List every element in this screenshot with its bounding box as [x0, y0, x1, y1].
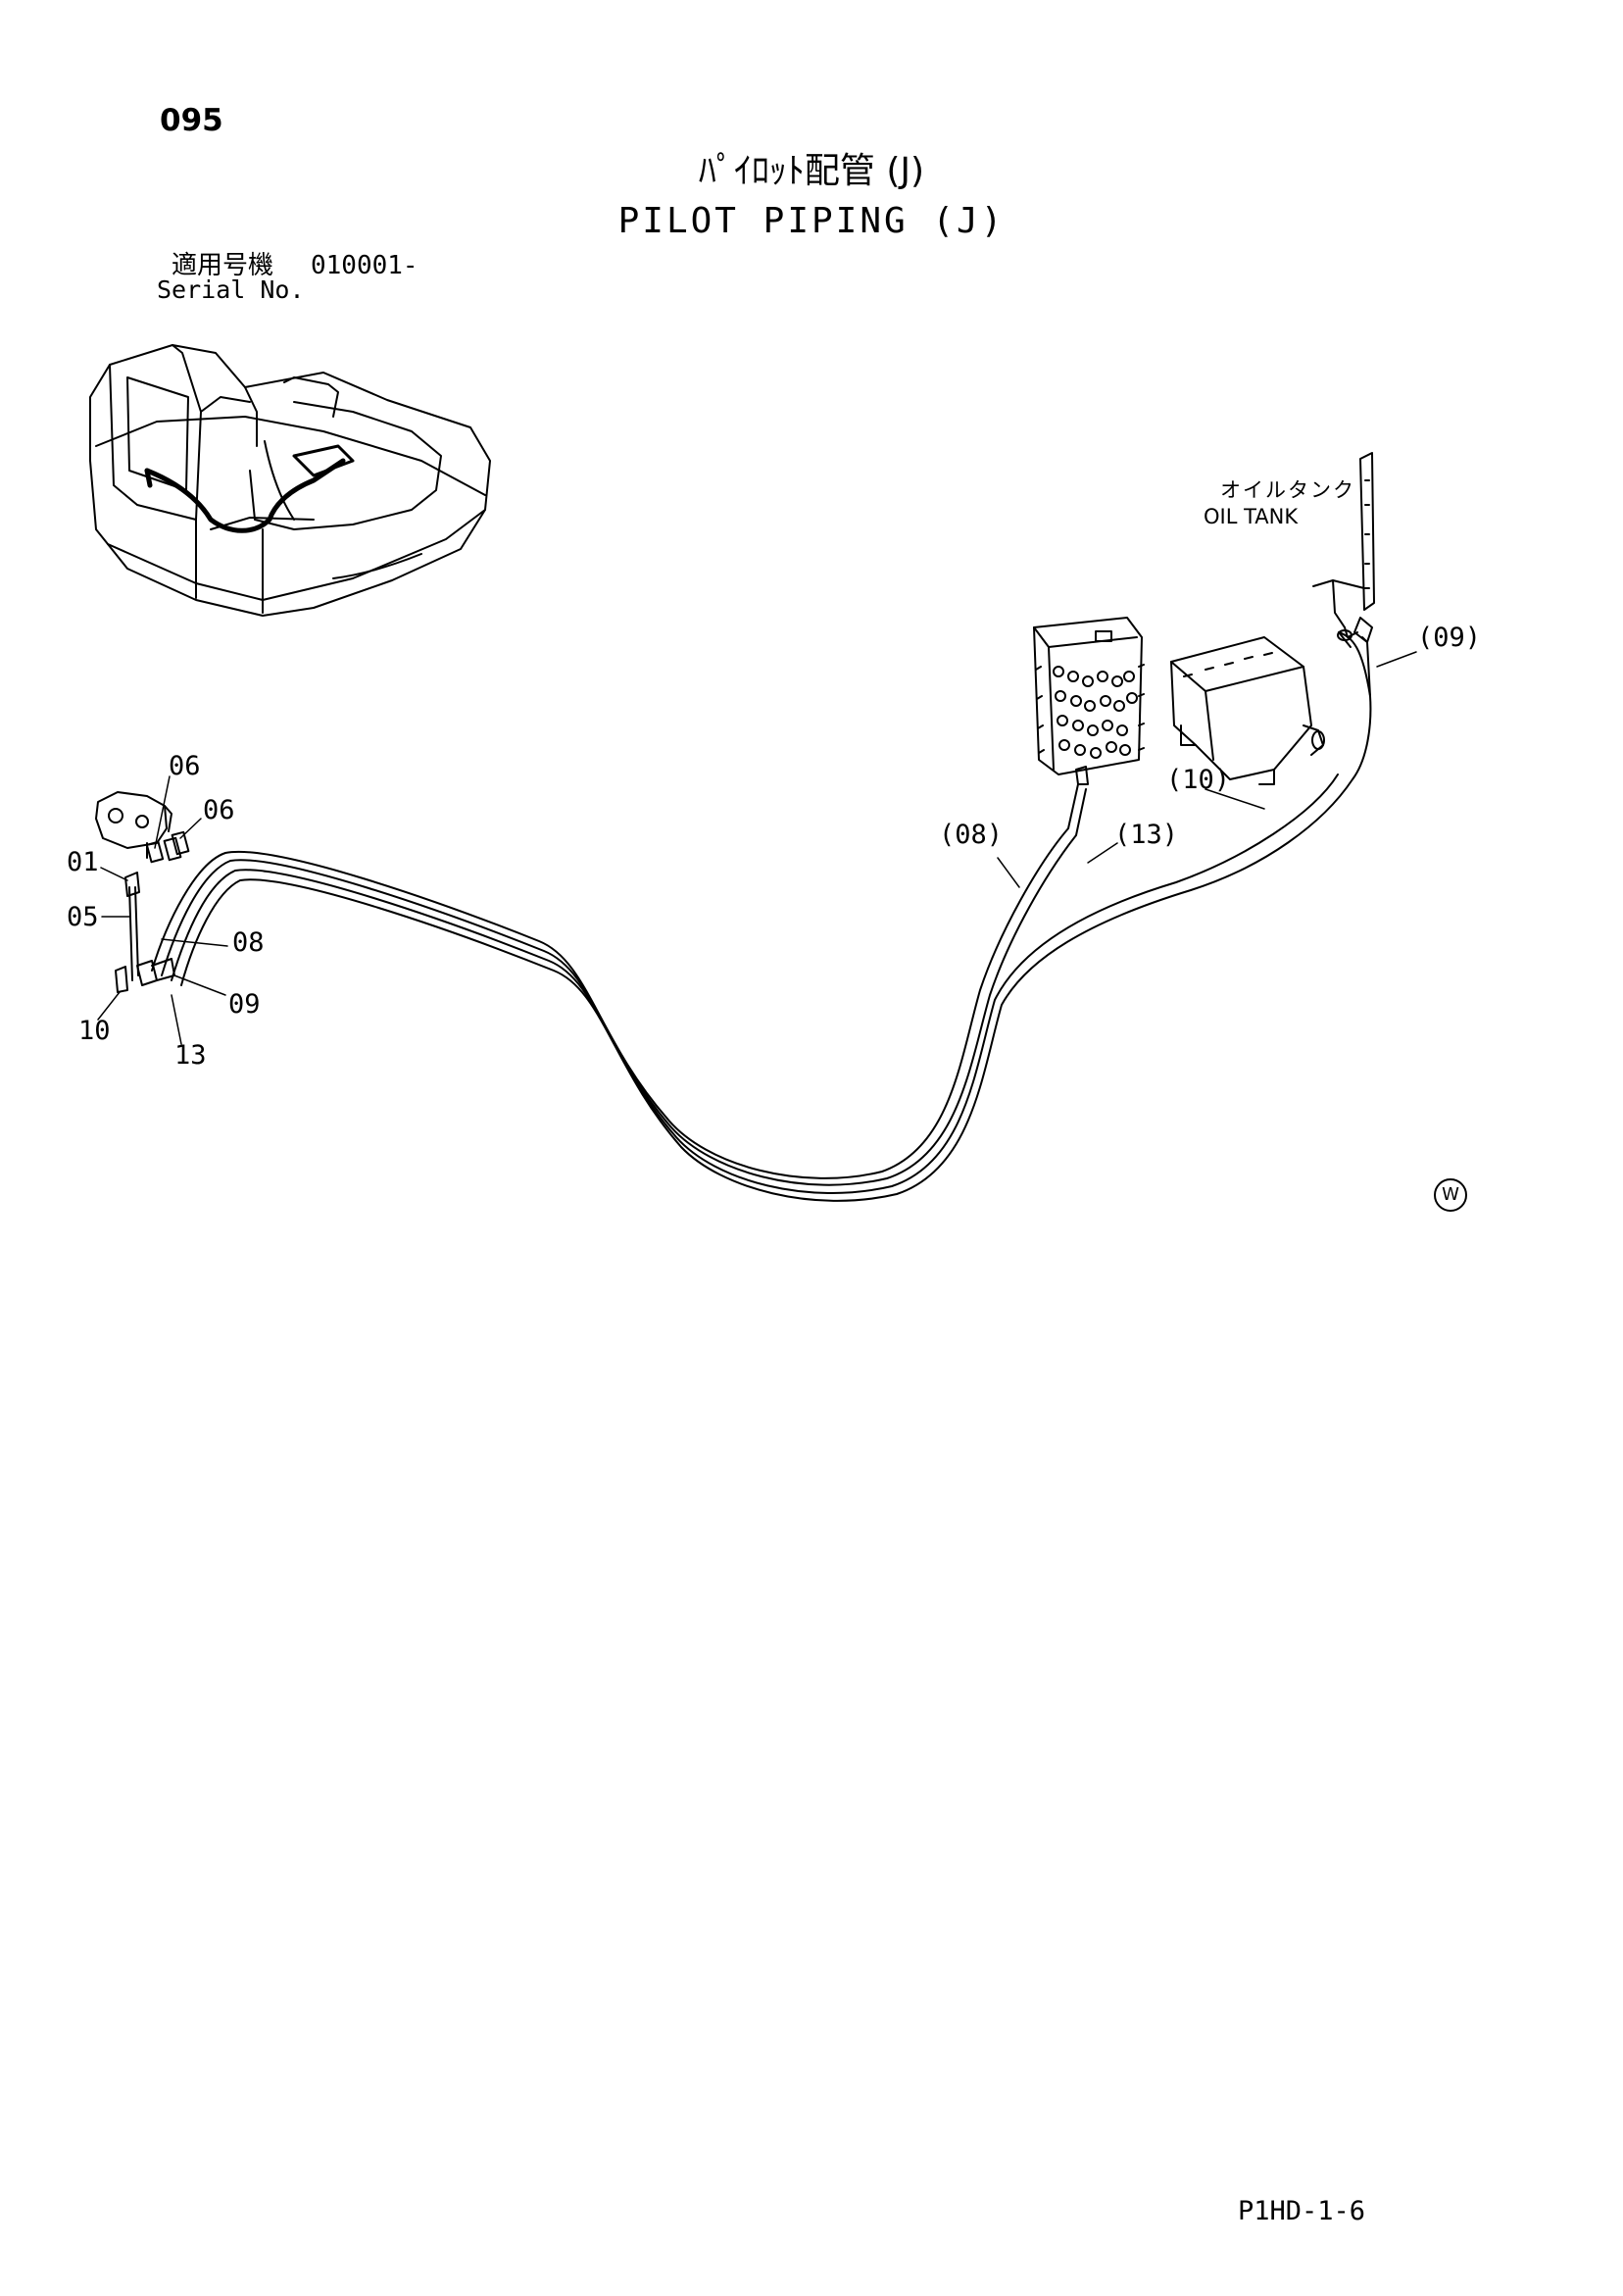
callout-13-ref: (13) — [1114, 820, 1179, 850]
callout-08-ref: (08) — [939, 820, 1004, 850]
callout-13: 13 — [174, 1040, 207, 1071]
page-title-japanese: ﾊﾟｲﾛｯﾄ配管 (J) — [698, 151, 925, 191]
pilot-valve-block — [1033, 617, 1145, 775]
hose-bundle — [151, 617, 1373, 1202]
callout-leader-lines — [97, 651, 1417, 1045]
serial-label-english: Serial No. — [157, 275, 305, 304]
page-number: 095 — [160, 103, 223, 138]
footer-drawing-code: P1HD-1-6 — [1238, 2196, 1366, 2226]
callout-06-upper: 06 — [169, 751, 201, 781]
callout-09-ref: (09) — [1417, 623, 1482, 653]
callout-01: 01 — [67, 847, 99, 877]
serial-label-japanese: 適用号機 — [172, 251, 274, 280]
control-valve-block — [1170, 636, 1325, 785]
serial-number-value: 010001- — [311, 251, 418, 280]
oil-tank-bracket — [1312, 452, 1375, 648]
oil-tank-label-english: OIL TANK — [1204, 505, 1299, 528]
excavator-overview-illustration — [89, 344, 491, 617]
callout-10-ref: (10) — [1166, 765, 1231, 795]
callout-06-lower: 06 — [203, 795, 235, 825]
callout-08: 08 — [232, 927, 265, 958]
page-title-english: PILOT PIPING (J) — [617, 201, 1006, 241]
left-pilot-valve — [95, 791, 190, 993]
oil-tank-label-japanese: オイルタンク — [1220, 478, 1355, 502]
w-mark-symbol: W — [1434, 1178, 1467, 1212]
callout-05: 05 — [67, 902, 99, 932]
callout-09: 09 — [228, 989, 261, 1020]
callout-10: 10 — [78, 1016, 111, 1046]
